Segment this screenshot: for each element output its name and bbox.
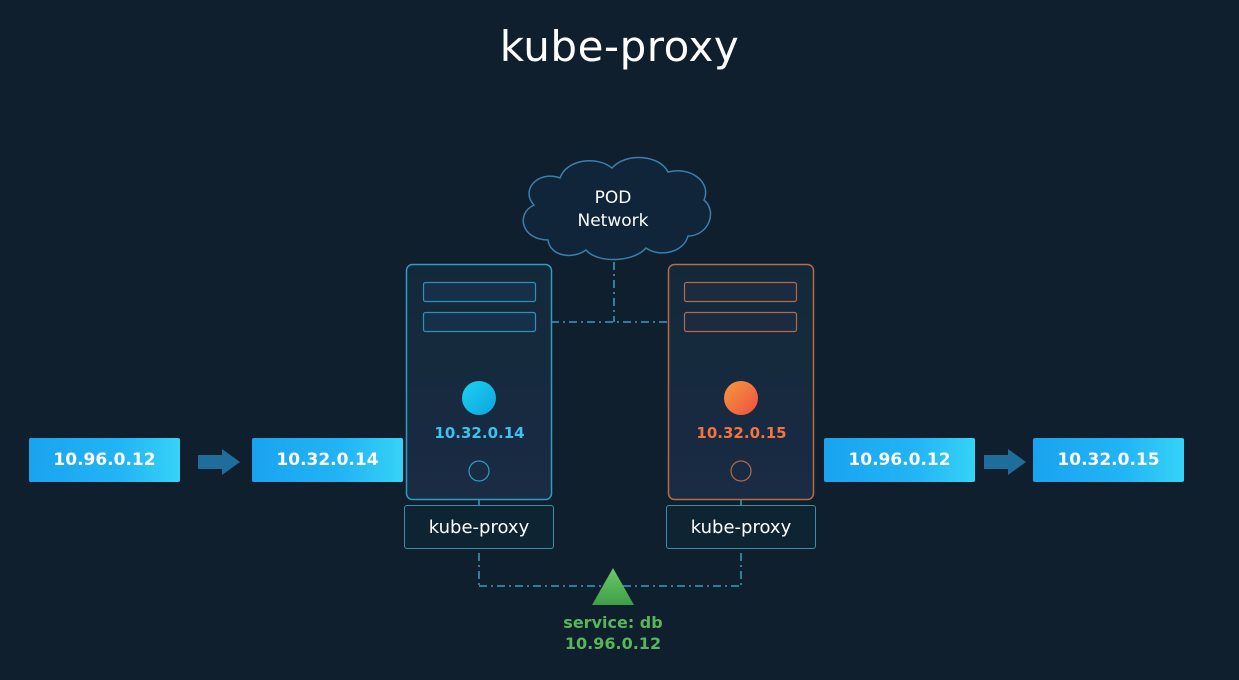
pod-network-label: POD Network <box>520 187 706 233</box>
service-name: service: db <box>563 613 663 632</box>
kube-proxy-1-box: kube-proxy <box>404 505 554 549</box>
pod-network-line2: Network <box>577 211 649 231</box>
pod-2-ip: 10.32.0.15 <box>696 424 787 442</box>
page-title: kube-proxy <box>499 22 740 71</box>
service-ip: 10.96.0.12 <box>564 634 662 653</box>
right-service-ip-box: 10.96.0.12 <box>824 438 975 482</box>
pod-1-ip: 10.32.0.14 <box>434 424 525 442</box>
pod-network-line1: POD <box>594 188 632 208</box>
service-triangle-icon <box>592 568 634 605</box>
node-2-port <box>730 460 752 482</box>
right-pod-ip-box: 10.32.0.15 <box>1033 438 1184 482</box>
pod-network-cloud <box>522 156 712 261</box>
pod-1-icon <box>462 381 496 415</box>
node-1 <box>405 263 553 501</box>
left-pod-ip-box: 10.32.0.14 <box>252 438 403 482</box>
pod-2-icon <box>724 381 758 415</box>
arrow-left-icon <box>198 449 240 475</box>
arrow-right-icon <box>984 449 1026 475</box>
service-label: service: db 10.96.0.12 <box>540 612 686 654</box>
kube-proxy-2-box: kube-proxy <box>666 505 816 549</box>
node-1-port <box>468 460 490 482</box>
left-service-ip-box: 10.96.0.12 <box>29 438 180 482</box>
node-2 <box>667 263 815 501</box>
